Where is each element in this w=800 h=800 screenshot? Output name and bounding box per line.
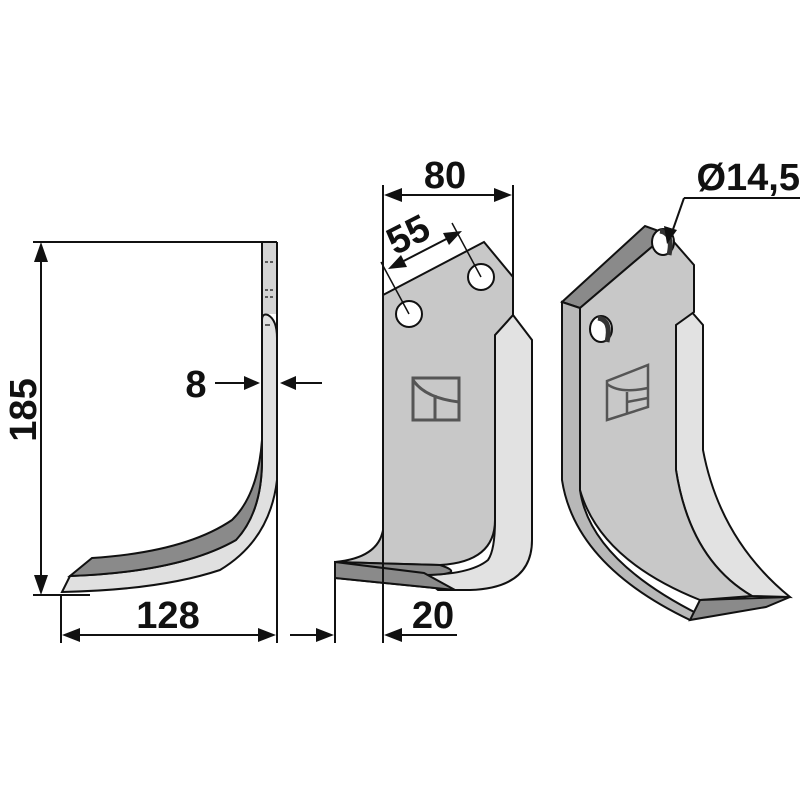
height-label: 185 <box>3 378 45 441</box>
brand-logo-icon <box>605 363 650 422</box>
thickness-label: 8 <box>185 364 206 406</box>
edge-offset-dimension: 20 <box>290 530 457 643</box>
hole-spacing-label: 55 <box>380 207 437 264</box>
height-dimension: 185 <box>3 241 277 596</box>
brand-logo-icon <box>411 376 461 422</box>
bottom-width-dimension: 128 <box>60 465 278 643</box>
edge-offset-label: 20 <box>412 595 454 637</box>
side-profile-view <box>60 242 278 594</box>
perspective-view <box>560 224 793 622</box>
top-width-dimension: 80 <box>382 155 514 295</box>
bottom-width-label: 128 <box>136 595 199 637</box>
thickness-dimension: 8 <box>185 364 322 406</box>
top-width-label: 80 <box>424 155 466 197</box>
hole-diameter-label: Ø14,5 <box>696 157 800 199</box>
front-view <box>334 240 533 591</box>
hole-diameter-dimension: Ø14,5 <box>664 157 800 244</box>
